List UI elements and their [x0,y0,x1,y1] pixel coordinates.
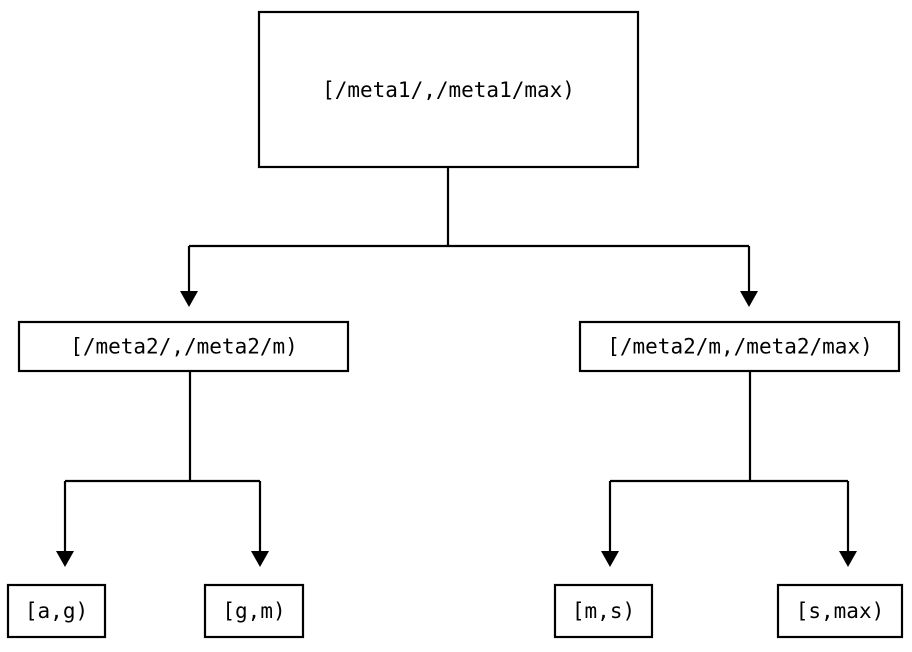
node-leaf3[interactable]: [m,s) [553,583,654,639]
node-root-box[interactable] [257,10,640,169]
node-leaf1-box[interactable] [6,583,107,639]
arrowhead-icon-right-to-leaf3 [601,551,619,567]
edge-group-left-to-leaves [56,371,269,567]
node-leaf4-label: [s,max) [796,599,885,623]
node-leaf1[interactable]: [a,g) [6,583,107,639]
node-leaf3-box[interactable] [553,583,654,639]
node-leaf4-box[interactable] [776,583,904,639]
edge-group-right-to-leaves [601,371,857,567]
arrowhead-icon-left-to-leaf1 [56,551,74,567]
arrowhead-icon-root-to-right [740,291,758,307]
node-leaf2-box[interactable] [203,583,305,639]
node-leaf2-label: [g,m) [222,599,285,623]
node-leaf4[interactable]: [s,max) [776,583,904,639]
node-root[interactable]: [/meta1/,/meta1/max) [257,10,640,169]
node-level2-right-label: [/meta2/m,/meta2/max) [607,335,873,359]
node-leaf3-label: [m,s) [572,599,635,623]
node-level2-right-box[interactable] [578,320,901,373]
node-leaf1-label: [a,g) [25,599,88,623]
node-level2-left-label: [/meta2/,/meta2/m) [70,335,298,359]
node-root-label: [/meta1/,/meta1/max) [322,78,575,102]
node-level2-left-box[interactable] [17,320,350,373]
arrowhead-icon-root-to-left [180,291,198,307]
node-leaf2[interactable]: [g,m) [203,583,305,639]
arrowhead-icon-right-to-leaf4 [839,551,857,567]
arrowhead-icon-left-to-leaf2 [251,551,269,567]
node-level2-left[interactable]: [/meta2/,/meta2/m) [17,320,350,373]
edge-group-root-to-level2 [180,167,758,307]
node-level2-right[interactable]: [/meta2/m,/meta2/max) [578,320,901,373]
